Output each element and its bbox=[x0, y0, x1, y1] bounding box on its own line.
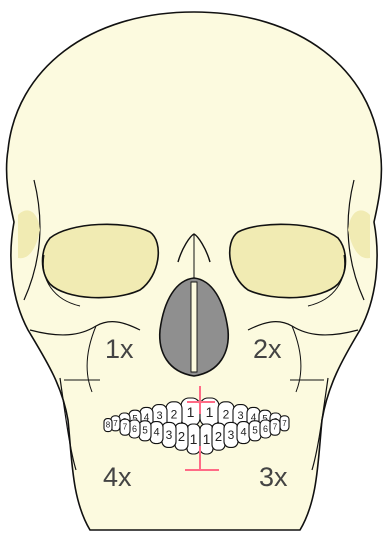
tooth-number: 2 bbox=[178, 429, 185, 444]
tooth-number: 2 bbox=[223, 407, 230, 421]
quadrant-label-upper-right: 1x bbox=[105, 334, 134, 364]
tooth-number: 1 bbox=[190, 431, 198, 447]
nasal-septum bbox=[191, 282, 197, 372]
tooth-number: 3 bbox=[228, 428, 235, 442]
right-orbit bbox=[43, 224, 159, 297]
tooth-lower-right-4: 4 bbox=[150, 422, 163, 444]
tooth-lower-left-4: 4 bbox=[237, 422, 250, 444]
tooth-lower-right-3: 3 bbox=[162, 422, 176, 447]
tooth-lower-right-6: 6 bbox=[129, 420, 140, 438]
tooth-lower-left-6: 6 bbox=[260, 420, 271, 438]
tooth-number: 5 bbox=[142, 425, 148, 436]
tooth-number: 7 bbox=[113, 419, 118, 428]
tooth-number: 1 bbox=[203, 431, 211, 447]
tooth-number: 3 bbox=[237, 410, 243, 422]
tooth-number: 3 bbox=[156, 410, 162, 422]
tooth-number: 3 bbox=[166, 428, 173, 442]
quadrant-label-lower-left: 3x bbox=[259, 462, 288, 492]
tooth-number: 2 bbox=[171, 407, 178, 421]
tooth-number: 4 bbox=[153, 427, 159, 439]
quadrant-label-upper-left: 2x bbox=[253, 334, 282, 364]
tooth-number: 7 bbox=[273, 423, 278, 432]
tooth-number: 4 bbox=[240, 427, 246, 439]
tooth-lower-left-1: 1 bbox=[200, 424, 213, 454]
tooth-lower-left-3: 3 bbox=[224, 422, 238, 447]
tooth-lower-left-2: 2 bbox=[212, 423, 225, 450]
tooth-number: 5 bbox=[252, 425, 258, 436]
tooth-lower-right-7: 7 bbox=[120, 419, 130, 435]
tooth-number: 7 bbox=[282, 419, 287, 428]
tooth-lower-left-5: 5 bbox=[249, 421, 261, 441]
tooth-number: 2 bbox=[215, 429, 222, 444]
tooth-number: 7 bbox=[123, 423, 128, 432]
tooth-lower-right-5: 5 bbox=[139, 421, 151, 441]
tooth-lower-left-7: 7 bbox=[270, 419, 280, 435]
tooth-number: 6 bbox=[132, 424, 137, 434]
quadrant-label-lower-right: 4x bbox=[103, 462, 132, 492]
tooth-lower-right-2: 2 bbox=[175, 423, 188, 450]
left-orbit bbox=[230, 224, 346, 297]
tooth-number: 1 bbox=[187, 404, 195, 420]
tooth-lower-right-1: 1 bbox=[187, 424, 200, 454]
tooth-upper-right-8: 8 bbox=[104, 419, 112, 432]
tooth-upper-left-7: 7 bbox=[280, 416, 289, 431]
tooth-number: 6 bbox=[263, 424, 268, 434]
tooth-number: 8 bbox=[106, 421, 111, 430]
tooth-number: 1 bbox=[206, 404, 214, 420]
